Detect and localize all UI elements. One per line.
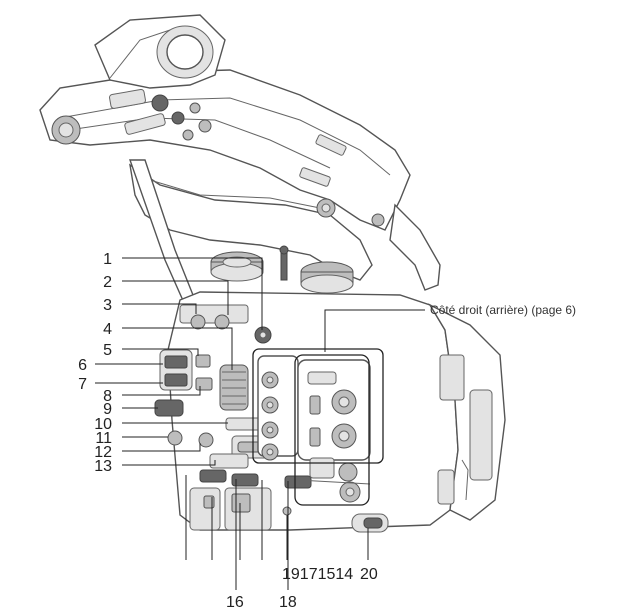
mount-knobs bbox=[210, 245, 354, 294]
label-12: 12 bbox=[94, 444, 112, 461]
highlight-frames bbox=[252, 348, 384, 506]
label-6: 6 bbox=[78, 357, 87, 374]
label-1: 1 bbox=[103, 251, 112, 268]
label-8: 8 bbox=[103, 388, 112, 405]
label-13: 13 bbox=[94, 458, 112, 475]
label-5: 5 bbox=[103, 342, 112, 359]
label-4: 4 bbox=[103, 321, 112, 338]
label-19171514: 19171514 bbox=[282, 566, 353, 583]
leader-lines bbox=[95, 257, 425, 590]
label-10: 10 bbox=[94, 416, 112, 433]
label-20: 20 bbox=[360, 566, 378, 583]
callout-right-side: Côté droit (arrière) (page 6) bbox=[430, 303, 576, 317]
label-3: 3 bbox=[103, 297, 112, 314]
label-11: 11 bbox=[95, 430, 112, 447]
number-labels: 1 2 3 4 5 6 7 8 9 10 11 12 13 19171514 2… bbox=[78, 251, 378, 611]
label-16: 16 bbox=[226, 594, 244, 611]
top-handle bbox=[39, 14, 441, 306]
label-18: 18 bbox=[279, 594, 297, 611]
camera-body bbox=[154, 291, 506, 533]
label-7: 7 bbox=[78, 376, 87, 393]
label-2: 2 bbox=[103, 274, 112, 291]
label-9: 9 bbox=[103, 401, 112, 418]
